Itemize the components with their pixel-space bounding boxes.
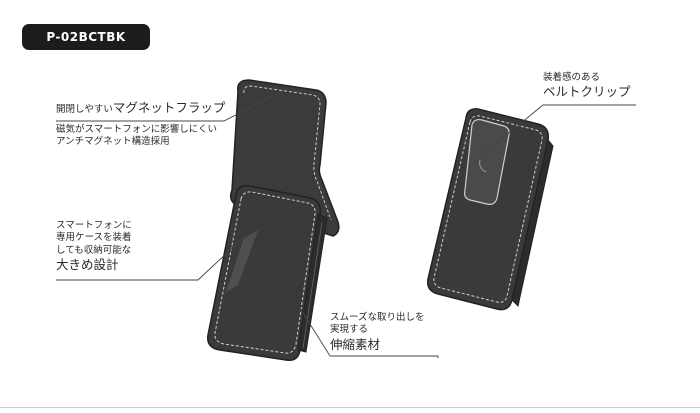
callout-size-line2: 専用ケースを装着 — [56, 232, 132, 244]
callout-flap-lead: 開閉しやすい — [56, 104, 113, 115]
callout-clip-line1: 装着感のある — [543, 72, 601, 83]
callout-clip: 装着感のある ベルトクリップ — [543, 72, 631, 101]
callout-size-line3: しても収納可能な — [56, 244, 132, 256]
case-front — [207, 184, 328, 362]
belt-clip — [463, 118, 510, 205]
callout-flap-detail: 磁気がスマートフォンに影響しにくい アンチマグネット構造採用 — [56, 124, 217, 149]
callout-size: スマートフォンに 専用ケースを装着 しても収納可能な 大きめ設計 — [56, 220, 132, 273]
callout-stretch-line2: 実現する — [330, 324, 369, 336]
callout-flap-highlight: マグネットフラップ — [112, 100, 226, 115]
callout-size-title: 大きめ設計 — [56, 257, 119, 273]
leader-flap — [56, 95, 273, 122]
callout-stretch-line1: スムーズな取り出しを — [330, 312, 425, 323]
callout-flap-line3: アンチマグネット構造採用 — [56, 136, 170, 148]
callout-size-line1: スマートフォンに — [56, 220, 132, 231]
leader-stretch-diag — [299, 307, 331, 357]
callout-clip-title: ベルトクリップ — [543, 84, 631, 100]
leader-stretch — [330, 355, 439, 358]
callout-flap-line2: 磁気がスマートフォンに影響しにくい — [56, 124, 218, 135]
callout-stretch: スムーズな取り出しを 実現する 伸縮素材 — [330, 312, 425, 353]
case-back — [426, 108, 554, 311]
callout-stretch-title: 伸縮素材 — [330, 336, 381, 352]
model-badge: P-02BCTBK — [22, 24, 150, 50]
leader-size — [56, 235, 246, 281]
callout-flap: 開閉しやすいマグネットフラップ — [56, 100, 225, 116]
leader-clip — [481, 104, 636, 156]
callout-flap-title: 開閉しやすいマグネットフラップ — [56, 100, 225, 116]
bottom-divider — [0, 407, 700, 408]
leader-lines — [56, 95, 636, 358]
